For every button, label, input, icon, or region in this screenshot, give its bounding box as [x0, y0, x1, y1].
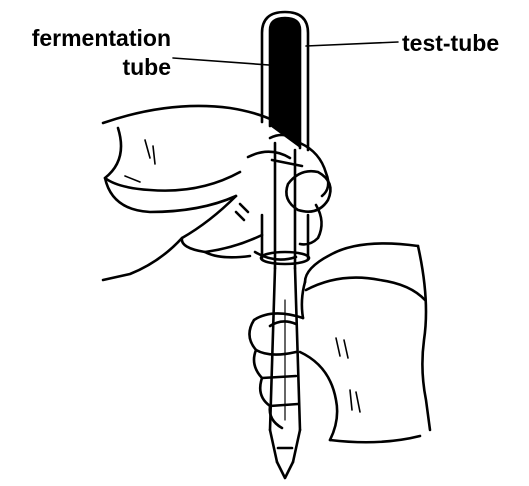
fermentation-tube-label-line2: tube: [122, 54, 171, 80]
test-tube-label: test-tube: [402, 30, 499, 56]
lower-hand: [249, 243, 430, 442]
fermentation-tube: [270, 18, 300, 478]
fermentation-tube-leader: [173, 58, 283, 66]
fermentation-tube-label-line1: fermentation: [32, 25, 171, 51]
test-tube-leader: [306, 42, 398, 46]
